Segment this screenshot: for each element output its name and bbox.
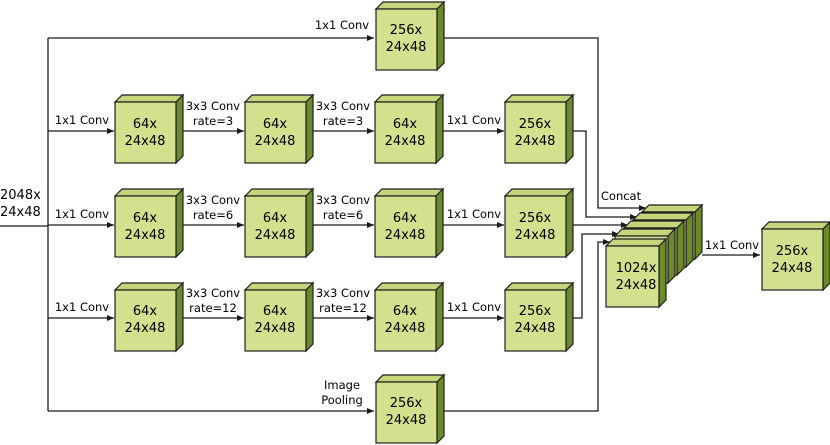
row1-conv-b-label-line1: 3x3 Conv: [316, 99, 370, 113]
row3-conv-out-label: 1x1 Conv: [447, 300, 501, 314]
conv1x1-output-size: 24x48: [386, 40, 427, 55]
row2-box4: 256x 24x48: [503, 187, 575, 259]
row1-box1: 64x 24x48: [113, 93, 185, 165]
row3-conv-a-label-line1: 3x3 Conv: [186, 286, 240, 300]
route-row1-to-concat: [572, 130, 637, 220]
row2-box2-size: 24x48: [255, 228, 296, 243]
row3-conv-a-label-line2: rate=12: [189, 301, 237, 315]
final-output-size: 24x48: [772, 261, 813, 276]
final-output-channels: 256x: [776, 244, 809, 259]
row2-box2: 64x 24x48: [243, 187, 315, 259]
row3-box4-size: 24x48: [515, 321, 556, 336]
conv1x1-label: 1x1 Conv: [315, 18, 369, 32]
row3-box4-channels: 256x: [519, 304, 552, 319]
pooling-output-channels: 256x: [390, 396, 423, 411]
row1-box2-size: 24x48: [255, 134, 296, 149]
row3-box3-size: 24x48: [385, 321, 426, 336]
row3-box3-channels: 64x: [393, 304, 418, 319]
row2-box3-channels: 64x: [393, 211, 418, 226]
row3-box2: 64x 24x48: [243, 281, 315, 353]
row2-conv-in-label: 1x1 Conv: [55, 207, 109, 221]
row2-box1-size: 24x48: [125, 228, 166, 243]
row3-box4: 256x 24x48: [503, 281, 575, 353]
concat-layer-1: 1024x 24x48: [604, 237, 668, 309]
row3-box3: 64x 24x48: [373, 281, 445, 353]
row2-box2-channels: 64x: [263, 211, 288, 226]
row1-box3-size: 24x48: [385, 134, 426, 149]
row2-box4-size: 24x48: [515, 228, 556, 243]
route-row3-to-concat: [572, 231, 619, 319]
concat-label: Concat: [601, 189, 642, 203]
conv1x1-output-box: 256x 24x48: [374, 0, 446, 72]
row1-conv-b-label-line2: rate=3: [323, 114, 363, 128]
final-conv-label: 1x1 Conv: [705, 238, 759, 252]
row1-box1-size: 24x48: [125, 134, 166, 149]
pooling-output-size: 24x48: [386, 413, 427, 428]
row3-conv-in-label: 1x1 Conv: [55, 300, 109, 314]
row2-conv-b-label-line2: rate=6: [323, 208, 363, 222]
row1-conv-out-label: 1x1 Conv: [447, 113, 501, 127]
route-conv1x1-to-concat: [442, 37, 646, 211]
row2-box3: 64x 24x48: [373, 187, 445, 259]
row1-box4: 256x 24x48: [503, 93, 575, 165]
row3-box2-size: 24x48: [255, 321, 296, 336]
row3-box1-size: 24x48: [125, 321, 166, 336]
row2-box1: 64x 24x48: [113, 187, 185, 259]
concat-stack: 1024x 24x48: [604, 203, 704, 309]
row1-conv-a-label-line2: rate=3: [193, 114, 233, 128]
pooling-label-line2: Pooling: [321, 393, 363, 407]
row1-box2-channels: 64x: [263, 117, 288, 132]
concat-output-size: 24x48: [616, 278, 657, 293]
pooling-label-line1: Image: [324, 378, 360, 392]
row2-conv-out-label: 1x1 Conv: [447, 207, 501, 221]
row2-box1-channels: 64x: [133, 211, 158, 226]
final-output-box: 256x 24x48: [760, 221, 830, 292]
row1-box4-size: 24x48: [515, 134, 556, 149]
row2-conv-a-label-line2: rate=6: [193, 208, 233, 222]
row2-conv-b-label-line1: 3x3 Conv: [316, 193, 370, 207]
connectors: [0, 35, 760, 414]
row3-box1-channels: 64x: [133, 304, 158, 319]
row1-box3: 64x 24x48: [373, 93, 445, 165]
labels: 2048x 24x48 1x1 Conv 1x1 Conv 3x3 Conv r…: [0, 18, 759, 407]
pooling-output-box: 256x 24x48: [374, 373, 446, 445]
row3-box2-channels: 64x: [263, 304, 288, 319]
row2-conv-a-label-line1: 3x3 Conv: [186, 193, 240, 207]
row2-box4-channels: 256x: [519, 211, 552, 226]
row1-box4-channels: 256x: [519, 117, 552, 132]
concat-output-channels: 1024x: [616, 261, 657, 276]
row3-box1: 64x 24x48: [113, 281, 185, 353]
row1-box3-channels: 64x: [393, 117, 418, 132]
route-pooling-to-concat: [442, 239, 610, 412]
row1-conv-in-label: 1x1 Conv: [55, 113, 109, 127]
input-shape-line2: 24x48: [0, 205, 41, 220]
row2-box3-size: 24x48: [385, 228, 426, 243]
row3-conv-b-label-line1: 3x3 Conv: [316, 286, 370, 300]
conv1x1-output-channels: 256x: [390, 23, 423, 38]
input-shape-line1: 2048x: [0, 188, 41, 203]
row1-box2: 64x 24x48: [243, 93, 315, 165]
row1-box1-channels: 64x: [133, 117, 158, 132]
row1-conv-a-label-line1: 3x3 Conv: [186, 99, 240, 113]
row3-conv-b-label-line2: rate=12: [319, 301, 367, 315]
